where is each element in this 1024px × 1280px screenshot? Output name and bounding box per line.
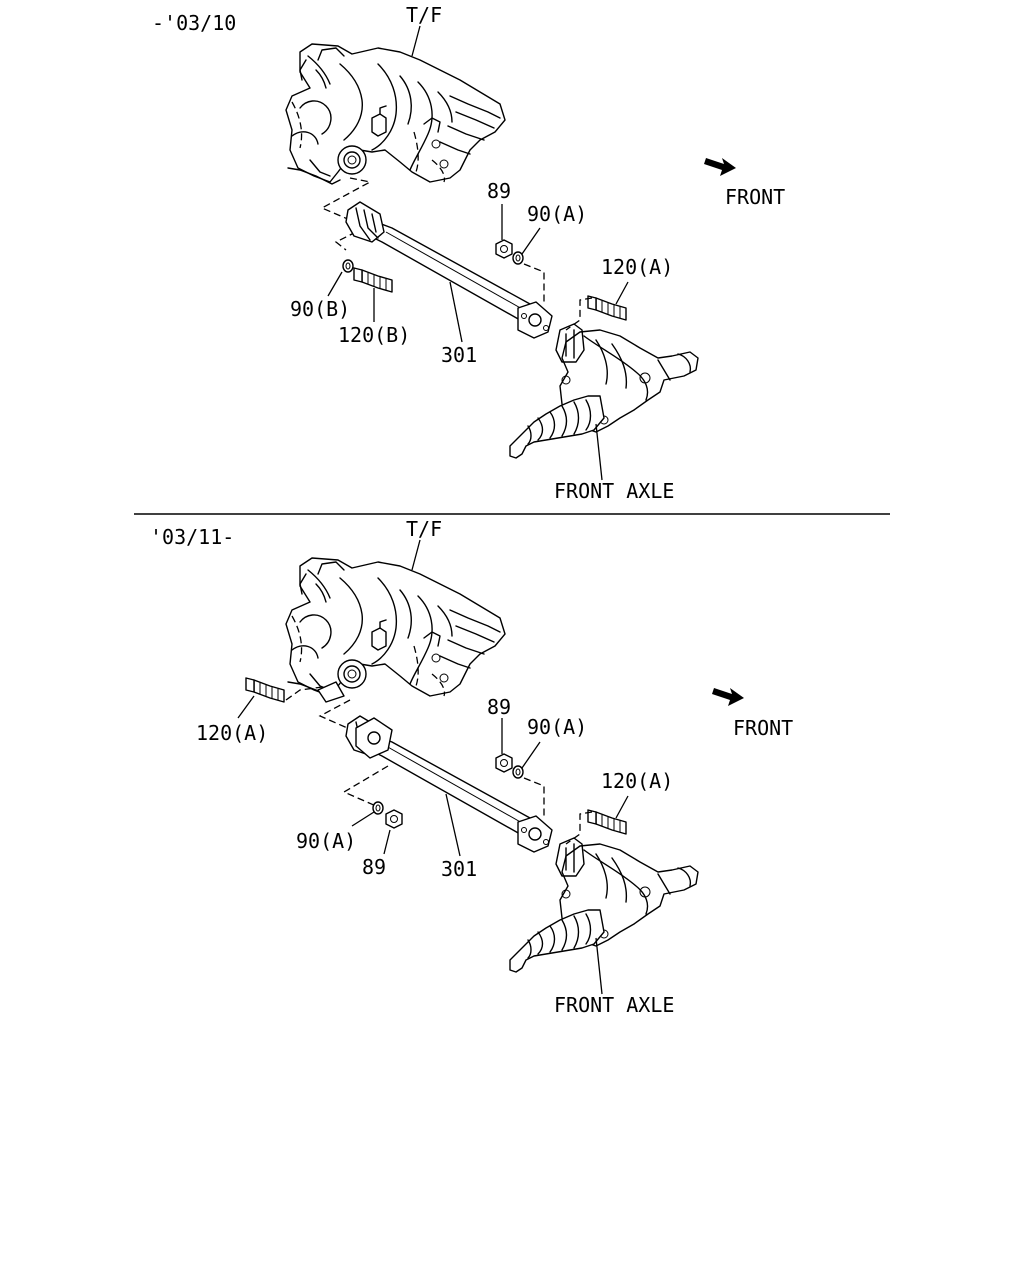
nut-89	[495, 239, 513, 259]
label-90a: 90(A)	[527, 715, 587, 739]
arrow-icon	[704, 158, 736, 176]
label-120b: 120(B)	[338, 323, 410, 347]
label-120a: 120(A)	[601, 769, 673, 793]
lower-diagram: '03/11- T/F 120(A) 89 90(A) 120(A)	[150, 517, 793, 1017]
front-axle	[509, 323, 699, 459]
upper-diagram: -'03/10 T/F 89 90(A) 120(A) 90(B) 120(B)…	[152, 3, 785, 503]
bolt-120a	[587, 809, 627, 835]
label-90a-left: 90(A)	[296, 829, 356, 853]
front-label: FRONT	[733, 716, 793, 740]
washer-90a	[512, 251, 524, 265]
label-89-left: 89	[362, 855, 386, 879]
label-120a: 120(A)	[601, 255, 673, 279]
bolt-120b	[353, 267, 393, 293]
label-120a-left: 120(A)	[196, 721, 268, 745]
label-301: 301	[441, 857, 477, 881]
transfer-case	[285, 557, 506, 699]
nut-89	[495, 753, 513, 773]
front-axle	[509, 837, 699, 973]
washer-90a	[512, 765, 524, 779]
label-301: 301	[441, 343, 477, 367]
nut-89-left	[385, 809, 403, 829]
label-89: 89	[487, 695, 511, 719]
drive-shaft-301	[345, 201, 553, 339]
front-axle-label: FRONT AXLE	[554, 993, 674, 1017]
tf-label: T/F	[406, 3, 442, 27]
label-89: 89	[487, 179, 511, 203]
tf-label: T/F	[406, 517, 442, 541]
arrow-icon	[712, 688, 744, 706]
front-label: FRONT	[725, 185, 785, 209]
period-label: -'03/10	[152, 11, 236, 35]
label-90a: 90(A)	[527, 202, 587, 226]
front-axle-label: FRONT AXLE	[554, 479, 674, 503]
washer-90a-left	[372, 801, 384, 815]
transfer-case	[285, 43, 506, 185]
period-label: '03/11-	[150, 525, 234, 549]
washer-90b	[342, 259, 354, 273]
label-90b: 90(B)	[290, 297, 350, 321]
bolt-120a	[587, 295, 627, 321]
